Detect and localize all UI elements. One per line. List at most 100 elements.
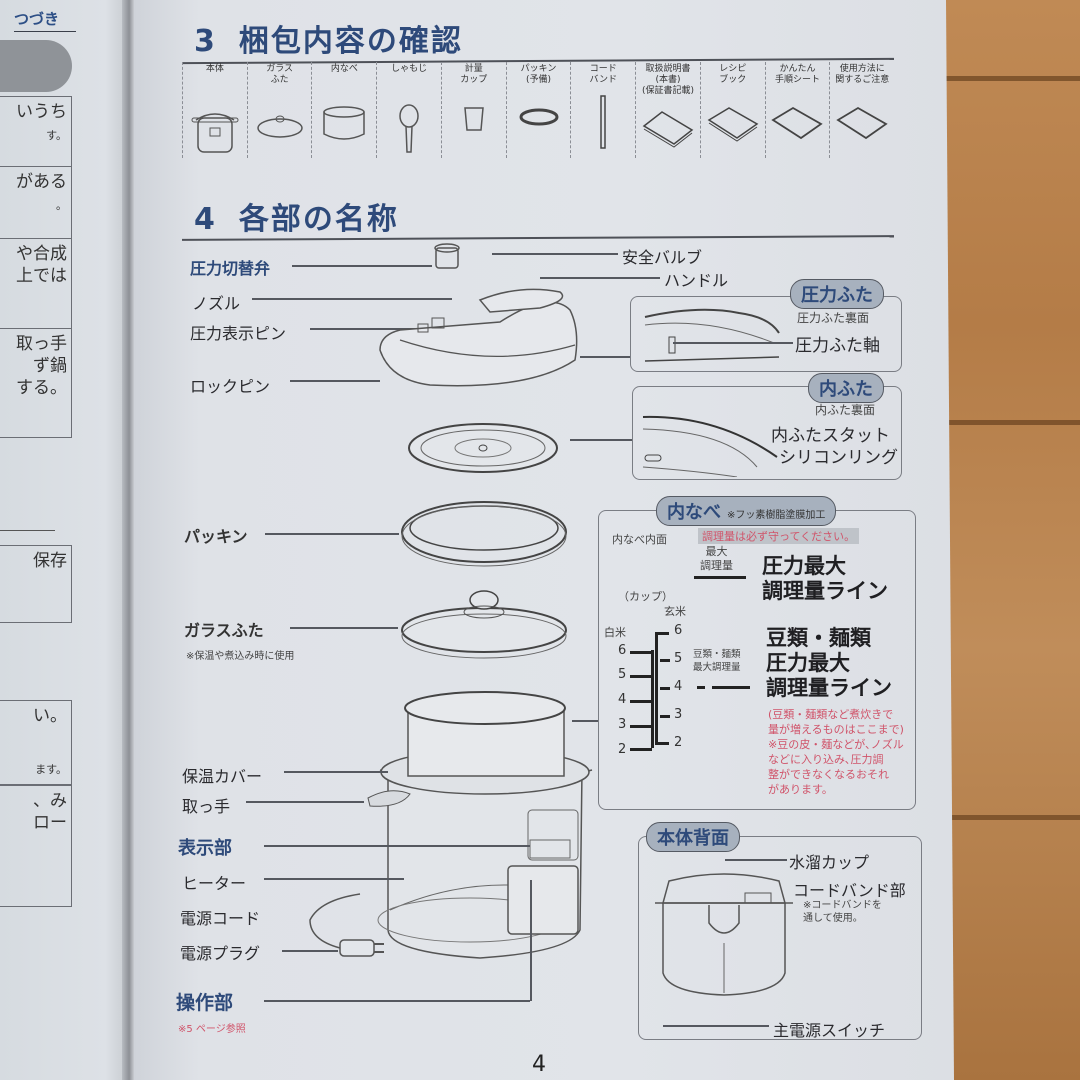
control-panel-note: ※5 ページ参照 [178, 1024, 246, 1035]
content-item-quick-guide: かんたん 手順シート [764, 62, 830, 158]
leader-line [492, 253, 618, 255]
label-pressure-switch-valve: 圧力切替弁 [190, 259, 271, 278]
pressure-lid-callout: 圧力ふた裏面 圧力ふた軸 [630, 296, 902, 372]
label-pressure-indicator-pin: 圧力表示ピン [190, 324, 287, 343]
table-cell: い。 [33, 706, 67, 726]
max-amount-label: 最大 調理量 [700, 545, 733, 572]
label-nozzle: ノズル [192, 294, 241, 313]
brown-rice-label: 玄米 [664, 605, 686, 618]
previous-page-table: い。 ます。 [0, 700, 72, 785]
scale-tick [655, 632, 669, 635]
label-silicone-ring: シリコンリング [779, 448, 898, 468]
pressure-lid-underside-illustration [644, 308, 780, 362]
label-inner-lid-stud: 内ふたスタット [771, 426, 890, 446]
pressure-lid-underside-label: 圧力ふた裏面 [797, 311, 870, 325]
scale-label: 3 [618, 717, 627, 732]
section-header-pill [0, 40, 72, 92]
leader-line [530, 880, 532, 1001]
scale-tick [630, 700, 652, 703]
leader-line [310, 328, 420, 330]
beans-warning-note: (豆類・麺類など煮炊きで 量が増えるものはここまで) ※豆の皮・麺などが､ノズル… [768, 708, 904, 796]
glass-lid-icon [256, 115, 303, 138]
scale-tick [630, 675, 652, 678]
quick-guide-icon [771, 106, 824, 140]
label-gasket: パッキン [184, 527, 248, 546]
max-line-marker [694, 576, 746, 579]
wooden-table-background [940, 0, 1080, 1080]
caution-sheet-icon [836, 106, 888, 140]
previous-page: つづき いうちす。 がある。 や合成 上では 取っ手 ず鍋 する。 保存 い。 … [0, 0, 132, 1080]
inner-lid-underside-label: 内ふた裏面 [815, 403, 876, 417]
content-item-glass-lid: ガラス ふた [246, 62, 312, 158]
cup-unit-label: （カップ） [618, 590, 673, 603]
package-contents-list: 本体 ガラス ふた 内なべ しゃもじ 計量 カップ パッキン (予備) コード … [182, 62, 894, 158]
label-main-power-switch: 主電源スイッチ [773, 1021, 886, 1040]
divider [0, 530, 55, 531]
scale-tick [655, 742, 669, 745]
inner-pot-badge: 内なべ※フッ素樹脂塗膜加工 [656, 496, 837, 526]
glass-lid-note: ※保温や煮込み時に使用 [186, 651, 295, 662]
scale-tick [660, 687, 670, 690]
table-cell: ます。 [35, 763, 67, 776]
back-view-callout: 水溜カップ コードバンド部 ※コードバンドを 通して使用。 主電源スイッチ [638, 836, 922, 1040]
leader-line [663, 1025, 769, 1027]
scale-tick [630, 748, 652, 751]
leader-line [725, 859, 787, 861]
label-safety-valve: 安全バルブ [622, 248, 703, 267]
white-rice-label: 白米 [604, 626, 626, 639]
inner-lid-underside-illustration [642, 415, 778, 477]
leader-line [264, 845, 530, 847]
table-cell: がある。 [0, 167, 71, 239]
cooking-amount-warning: 調理量は必ず守ってください。 [698, 528, 860, 544]
leader-line [246, 801, 364, 803]
content-item-measuring-cup: 計量 カップ [440, 62, 506, 158]
label-display: 表示部 [178, 838, 232, 859]
table-cell: や合成 上では [0, 239, 71, 329]
inner-lid-callout: 内ふた裏面 内ふたスタット シリコンリング [632, 386, 902, 480]
leader-line [284, 771, 388, 773]
scale-tick [660, 659, 670, 662]
beans-max-line-label: 豆類・麺類 圧力最大 調理量ライン [766, 626, 892, 700]
manual-icon [642, 111, 694, 148]
pressure-cooker-icon [191, 113, 239, 153]
cord-band-note: ※コードバンドを 通して使用。 [803, 900, 882, 924]
white-rice-scale [651, 650, 654, 748]
pressure-lid-illustration [379, 243, 578, 387]
cord-band-icon [600, 95, 607, 149]
label-power-cord: 電源コード [180, 909, 261, 928]
scale-label: 4 [618, 692, 627, 707]
leader-line [282, 950, 338, 952]
scale-label: 3 [674, 707, 683, 722]
label-lock-pin: ロックピン [190, 377, 271, 396]
beans-line-marker [697, 686, 705, 689]
scale-label: 2 [618, 742, 627, 757]
label-warming-cover: 保温カバー [182, 767, 263, 786]
content-item-gasket: パッキン (予備) [505, 62, 571, 158]
table-cell: 、み ロー [33, 791, 67, 833]
beans-max-small-label: 豆類・麺類 最大調理量 [693, 649, 741, 673]
glass-lid-illustration [401, 590, 567, 659]
measuring-cup-icon [463, 107, 484, 131]
scale-label: 2 [674, 735, 683, 750]
label-glass-lid: ガラスふた [184, 621, 264, 640]
label-control-panel: 操作部 [176, 992, 234, 1014]
content-item-caution-sheet: 使用方法に 関するご注意 [829, 62, 894, 158]
leader-line [264, 1000, 530, 1002]
plank-seam [940, 815, 1080, 820]
plank-seam [940, 76, 1080, 81]
content-item-body: 本体 [182, 62, 247, 158]
previous-page-table: 、み ロー [0, 785, 72, 907]
inner-pot-icon [323, 106, 366, 140]
label-handle-grip: 取っ手 [182, 797, 231, 816]
label-pressure-lid-shaft: 圧力ふた軸 [795, 336, 880, 356]
previous-page-table: 保存 [0, 545, 72, 623]
plug-icon [339, 939, 375, 957]
leader-line [580, 356, 630, 358]
gasket-icon [519, 108, 559, 126]
back-view-badge: 本体背面 [646, 822, 740, 852]
label-water-cup: 水溜カップ [789, 853, 870, 872]
pressure-max-line-label: 圧力最大 調理量ライン [762, 554, 888, 603]
rice-paddle-icon [399, 104, 419, 153]
leader-line [265, 533, 399, 535]
scale-tick [630, 651, 652, 654]
